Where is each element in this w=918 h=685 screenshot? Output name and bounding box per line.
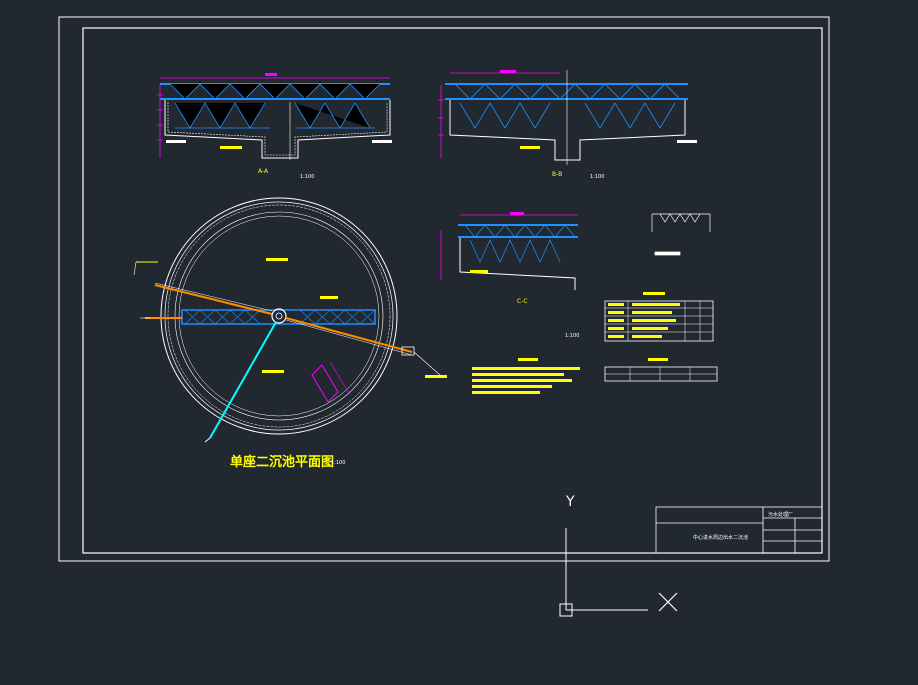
paper-border	[58, 16, 830, 562]
section-cc-scale: 1:100	[565, 333, 580, 339]
title-block-drawing-name: 中心进水周边出水二沉池	[693, 535, 749, 541]
legend-table	[604, 358, 718, 382]
plan-title: 单座二沉池平面图	[230, 455, 335, 470]
section-bb-drawing	[438, 70, 697, 165]
section-aa-scale: 1:100	[300, 174, 315, 180]
section-bb-scale: 1:100	[590, 174, 605, 180]
section-aa-label: A-A	[258, 168, 269, 175]
section-cc-label: C-C	[517, 298, 528, 305]
close-x-icon[interactable]	[658, 592, 678, 612]
ucs-icon[interactable]	[559, 528, 648, 617]
title-block	[655, 506, 823, 554]
title-block-project: 污水处理厂	[768, 512, 794, 518]
tank-plan-view	[133, 197, 447, 443]
plan-scale: 1:100	[331, 460, 346, 466]
drawing-frame	[82, 27, 823, 554]
section-bb-label: B-B	[552, 171, 563, 178]
section-cc-drawing	[440, 212, 578, 290]
section-aa-drawing	[157, 73, 392, 160]
design-notes	[472, 358, 580, 394]
detail-sketch	[651, 213, 711, 256]
ucs-y-label: Y	[566, 494, 575, 510]
material-table	[604, 292, 714, 342]
